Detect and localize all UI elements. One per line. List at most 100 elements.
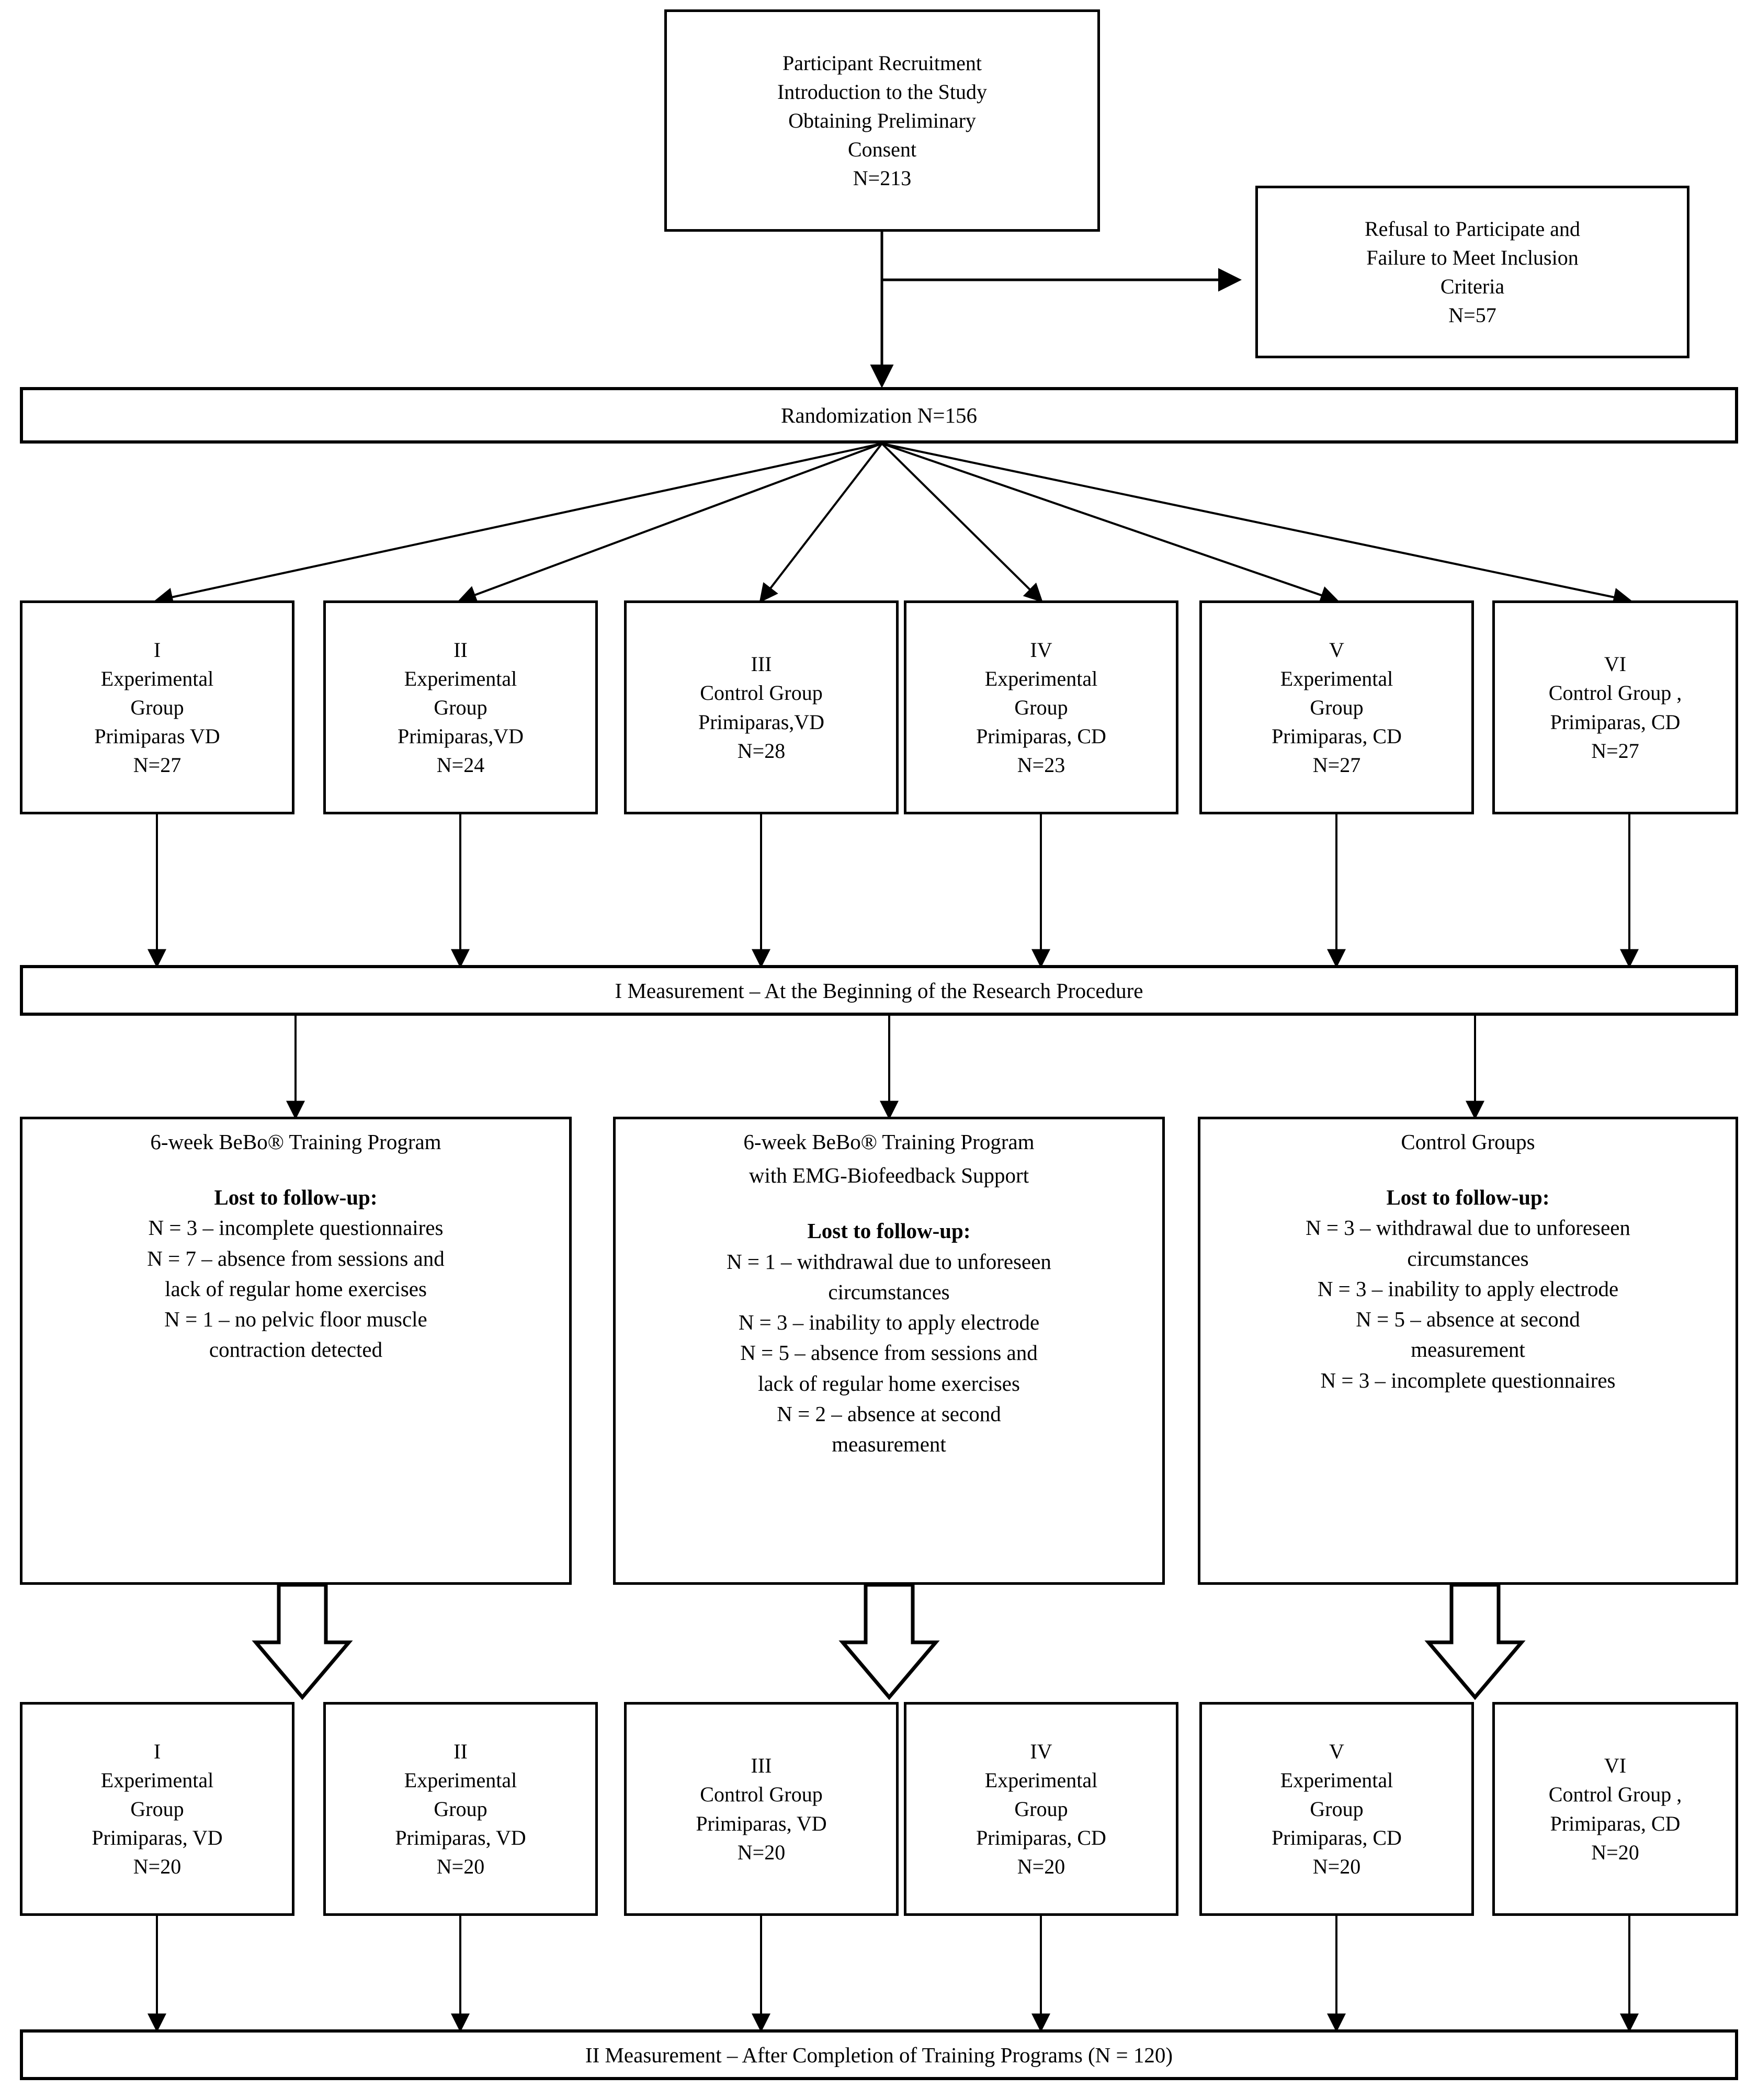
lost-item: lack of regular home exercises — [758, 1371, 1020, 1395]
group-line-2: Group — [130, 695, 184, 719]
exclusion-line-3: Criteria — [1440, 275, 1505, 298]
group-line-2: Group — [1310, 1797, 1364, 1821]
lost-item: N = 3 – inability to apply electrode — [738, 1310, 1040, 1335]
group-line-3: Primiparas, CD — [976, 724, 1106, 748]
group-box-top-2: II Experimental Group Primiparas,VD N=24 — [323, 600, 598, 814]
randomization-bar: Randomization N=156 — [20, 387, 1738, 444]
lost-to-followup-header: Lost to follow-up: — [807, 1219, 971, 1243]
group-count: N=23 — [1017, 753, 1065, 777]
lost-item: circumstances — [828, 1279, 950, 1304]
group-line-3: Primiparas, CD — [1272, 1826, 1402, 1850]
group-roman: III — [751, 1754, 772, 1778]
group-roman: II — [453, 1739, 468, 1763]
group-line-2: Group — [1310, 695, 1364, 719]
intervention-title-line-1: Control Groups — [1401, 1130, 1535, 1154]
randomization-label: Randomization N=156 — [781, 403, 977, 427]
group-roman: III — [751, 652, 772, 676]
spacer — [31, 1160, 561, 1182]
exclusion-count: N=57 — [1448, 303, 1496, 327]
group-box-top-3: III Control Group Primiparas,VD N=28 — [624, 600, 899, 814]
lost-item: N = 3 – inability to apply electrode — [1317, 1276, 1619, 1301]
group-count: N=20 — [1312, 1855, 1361, 1879]
lost-to-followup-header: Lost to follow-up: — [1386, 1185, 1550, 1210]
lost-item: N = 3 – withdrawal due to unforeseen — [1306, 1216, 1630, 1240]
intervention-box-bebo: 6-week BeBo® Training Program Lost to fo… — [20, 1117, 572, 1585]
group-box-top-1: I Experimental Group Primiparas VD N=27 — [20, 600, 294, 814]
group-line-1: Experimental — [1280, 666, 1393, 690]
group-roman: I — [153, 1739, 161, 1763]
group-roman: I — [153, 638, 161, 662]
group-box-bottom-1: I Experimental Group Primiparas, VD N=20 — [20, 1702, 294, 1916]
group-line-1: Experimental — [100, 666, 214, 690]
recruitment-box: Participant Recruitment Introduction to … — [664, 9, 1100, 232]
lost-item: lack of regular home exercises — [165, 1276, 427, 1301]
group-line-1: Experimental — [404, 1768, 517, 1792]
group-box-bottom-2: II Experimental Group Primiparas, VD N=2… — [323, 1702, 598, 1916]
group-line-1: Control Group , — [1548, 1783, 1682, 1807]
exclusion-line-1: Refusal to Participate and — [1364, 217, 1581, 241]
group-count: N=24 — [436, 753, 485, 777]
group-roman: II — [453, 638, 468, 662]
group-line-2: Group — [434, 695, 487, 719]
group-count: N=27 — [1591, 739, 1639, 763]
group-box-top-6: VI Control Group , Primiparas, CD N=27 — [1492, 600, 1738, 814]
lost-item: N = 2 – absence at second — [777, 1401, 1001, 1426]
group-line-3: Primiparas, VD — [395, 1826, 526, 1850]
group-line-2: Primiparas, VD — [696, 1811, 827, 1835]
recruitment-line-3: Obtaining Preliminary — [788, 108, 976, 132]
group-roman: V — [1329, 1739, 1344, 1763]
group-line-1: Experimental — [100, 1768, 214, 1792]
group-count: N=20 — [436, 1855, 485, 1879]
intervention-title-line-2: with EMG-Biofeedback Support — [748, 1163, 1029, 1188]
lost-item: measurement — [1411, 1337, 1525, 1362]
spacer — [624, 1194, 1154, 1216]
measurement-one-label: I Measurement – At the Beginning of the … — [615, 978, 1143, 1003]
group-line-2: Primiparas, CD — [1550, 1811, 1681, 1835]
group-box-bottom-5: V Experimental Group Primiparas, CD N=20 — [1199, 1702, 1474, 1916]
group-count: N=20 — [737, 1840, 786, 1864]
group-count: N=20 — [1017, 1855, 1065, 1879]
group-line-1: Experimental — [984, 666, 1098, 690]
group-roman: IV — [1030, 1739, 1052, 1763]
group-line-3: Primiparas, CD — [1272, 724, 1402, 748]
lost-item: contraction detected — [209, 1337, 383, 1362]
intervention-title-line-1: 6-week BeBo® Training Program — [150, 1130, 441, 1154]
group-line-1: Control Group , — [1548, 681, 1682, 705]
group-count: N=20 — [133, 1855, 182, 1879]
group-box-bottom-3: III Control Group Primiparas, VD N=20 — [624, 1702, 899, 1916]
group-count: N=27 — [1312, 753, 1361, 777]
lost-to-followup-header: Lost to follow-up: — [214, 1185, 378, 1210]
lost-item: circumstances — [1407, 1246, 1529, 1270]
group-line-3: Primiparas, VD — [92, 1826, 223, 1850]
group-line-2: Group — [1014, 1797, 1068, 1821]
exclusion-box: Refusal to Participate and Failure to Me… — [1255, 186, 1689, 358]
group-line-2: Group — [434, 1797, 487, 1821]
intervention-box-control: Control Groups Lost to follow-up: N = 3 … — [1198, 1117, 1738, 1585]
lost-item: N = 7 – absence from sessions and — [147, 1246, 445, 1270]
group-box-top-5: V Experimental Group Primiparas, CD N=27 — [1199, 600, 1474, 814]
group-roman: IV — [1030, 638, 1052, 662]
group-line-3: Primiparas VD — [94, 724, 220, 748]
group-line-1: Control Group — [700, 681, 823, 705]
lost-item: N = 3 – incomplete questionnaires — [1320, 1368, 1616, 1392]
group-box-bottom-4: IV Experimental Group Primiparas, CD N=2… — [904, 1702, 1178, 1916]
exclusion-line-2: Failure to Meet Inclusion — [1366, 245, 1579, 269]
group-line-1: Experimental — [404, 666, 517, 690]
group-count: N=27 — [133, 753, 182, 777]
recruitment-count: N=213 — [853, 166, 912, 190]
recruitment-line-4: Consent — [847, 138, 917, 162]
group-line-1: Experimental — [1280, 1768, 1393, 1792]
recruitment-line-2: Introduction to the Study — [777, 80, 988, 104]
group-count: N=20 — [1591, 1840, 1639, 1864]
group-line-3: Primiparas, CD — [976, 1826, 1106, 1850]
lost-item: N = 1 – withdrawal due to unforeseen — [727, 1249, 1051, 1274]
group-count: N=28 — [737, 739, 786, 763]
group-line-3: Primiparas,VD — [397, 724, 524, 748]
recruitment-line-1: Participant Recruitment — [782, 51, 982, 75]
lost-item: measurement — [832, 1432, 946, 1456]
lost-item: N = 5 – absence from sessions and — [740, 1341, 1038, 1365]
measurement-two-bar: II Measurement – After Completion of Tra… — [20, 2029, 1738, 2080]
measurement-one-bar: I Measurement – At the Beginning of the … — [20, 965, 1738, 1016]
